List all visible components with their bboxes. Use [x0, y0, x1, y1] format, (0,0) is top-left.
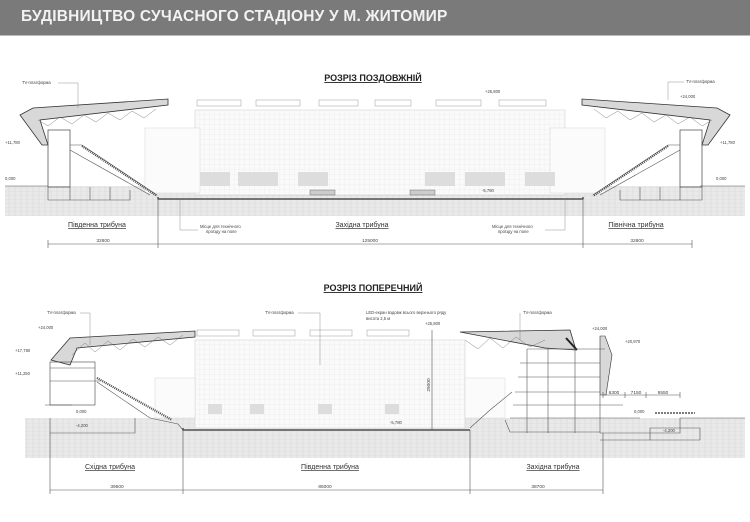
- elevation-mark: 0,000: [76, 409, 87, 414]
- stand-label: Західна трибуна: [335, 221, 388, 229]
- dimension-value: 32800: [96, 238, 110, 244]
- dimension-value: 38700: [531, 484, 545, 490]
- elevation-mark: +25,800: [485, 89, 501, 94]
- elevation-mark: +11,780: [720, 140, 736, 145]
- dimension-line: [602, 392, 681, 398]
- east-stand-section: [45, 330, 196, 434]
- note-text: Місце для технічного: [492, 224, 533, 229]
- north-stand-section: [581, 98, 731, 201]
- led-screen-note: висота 2,5 м: [366, 316, 390, 321]
- dimension-value: 6300: [609, 390, 620, 396]
- stand-label: Східна трибуна: [85, 463, 135, 471]
- led-screen-note: LED-екран вздовж всього верхнього ряду: [366, 310, 447, 315]
- elevation-mark: +24,000: [680, 94, 696, 99]
- dimension-line: [49, 430, 604, 494]
- note-text: Місце для технічного: [200, 224, 241, 229]
- elevation-mark: +11,250: [15, 371, 31, 376]
- elevation-mark: +24,000: [38, 325, 54, 330]
- tv-platform-label: TV-платформа: [686, 79, 715, 84]
- elevation-mark: 0,000: [716, 176, 727, 181]
- elevation-mark: 0,000: [634, 409, 645, 414]
- transverse-section: РОЗРІЗ ПОПЕРЕЧНИЙ: [15, 282, 745, 494]
- dimension-value: 9550: [658, 390, 669, 396]
- stand-label: Південна трибуна: [68, 221, 126, 229]
- dimension-line: [47, 200, 693, 248]
- tv-platform-label: TV-платформа: [47, 310, 76, 315]
- elevation-mark: +17,780: [15, 348, 31, 353]
- elevation-mark: -5,780: [482, 188, 495, 193]
- stand-label: Північна трибуна: [608, 221, 663, 229]
- west-stand-section: [459, 329, 745, 441]
- note-text: проїзду на поле: [498, 229, 529, 234]
- stand-label: Південна трибуна: [301, 463, 359, 471]
- dimension-value: 32800: [630, 238, 644, 244]
- elevation-mark: -5,780: [390, 420, 403, 425]
- elevation-mark: -4,200: [76, 423, 89, 428]
- stand-label: Західна трибуна: [526, 463, 579, 471]
- section-title: РОЗРІЗ ПОЗДОВЖНІЙ: [324, 72, 421, 83]
- tv-platform-label: TV-платформа: [523, 310, 552, 315]
- dimension-value: 7150: [631, 390, 642, 396]
- dimension-value: 39500: [110, 484, 124, 490]
- background-stand-facade: [144, 99, 606, 196]
- tv-platform-label: TV-платформа: [265, 310, 294, 315]
- dimension-value: 125000: [362, 238, 378, 244]
- field-line: [157, 197, 584, 200]
- note-text: проїзду на поле: [206, 229, 237, 234]
- elevation-mark: -4,200: [663, 428, 676, 433]
- dimension-value: 29000: [426, 378, 432, 392]
- elevation-mark: +11,780: [5, 140, 21, 145]
- page-title: БУДІВНИЦТВО СУЧАСНОГО СТАДІОНУ У М. ЖИТО…: [21, 8, 448, 25]
- elevation-mark: 0,000: [5, 176, 16, 181]
- south-stand-section: [19, 98, 169, 201]
- tv-platform-label: TV-платформа: [22, 80, 51, 85]
- background-stand-facade: [154, 329, 506, 429]
- longitudinal-section: РОЗРІЗ ПОЗДОВЖНІЙ: [5, 72, 745, 248]
- elevation-mark: +24,000: [592, 326, 608, 331]
- elevation-mark: +25,800: [425, 321, 441, 326]
- dimension-value: 85000: [318, 484, 332, 490]
- elevation-mark: +20,970: [625, 339, 641, 344]
- section-title: РОЗРІЗ ПОПЕРЕЧНИЙ: [324, 282, 423, 293]
- header-bar: БУДІВНИЦТВО СУЧАСНОГО СТАДІОНУ У М. ЖИТО…: [0, 0, 750, 36]
